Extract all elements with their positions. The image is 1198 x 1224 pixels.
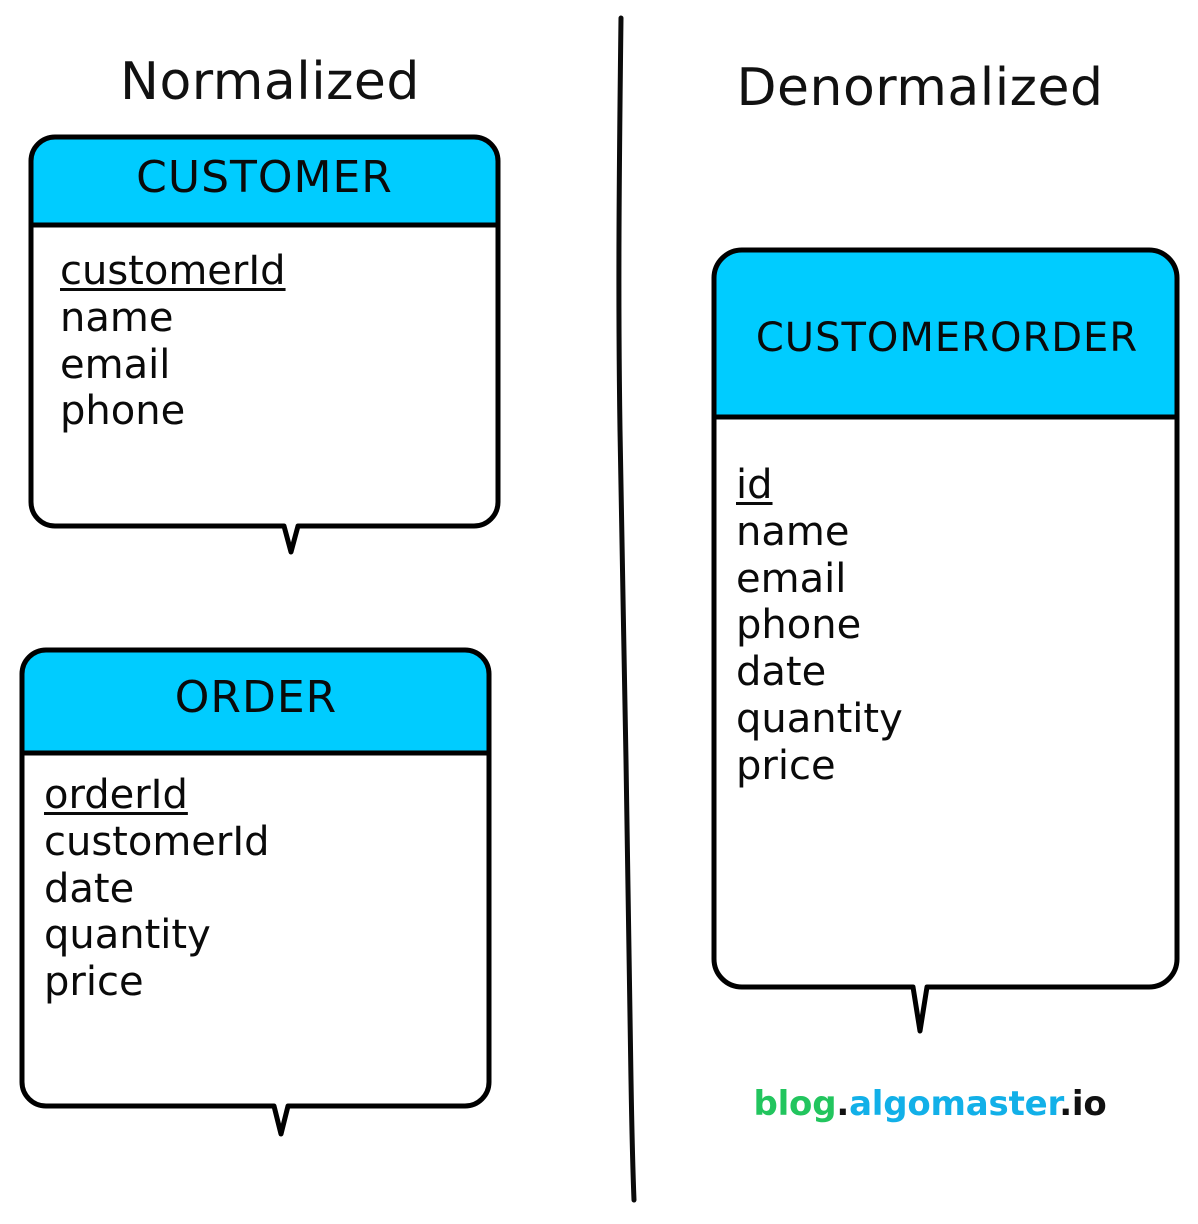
field-customerorder-name: name: [736, 508, 850, 555]
field-order-orderId: orderId: [44, 772, 188, 818]
entity-box-customerorder[interactable]: [711, 247, 1183, 1037]
field-customer-customerId: customerId: [60, 248, 286, 294]
brand-dot: .: [836, 1084, 850, 1124]
field-customerorder-phone: phone: [736, 602, 862, 649]
entity-box-customer[interactable]: [28, 134, 504, 560]
entity-title-customerorder: CUSTOMERORDER: [755, 315, 1139, 361]
field-order-quantity: quantity: [44, 912, 211, 959]
field-customerorder-price: price: [736, 742, 836, 789]
field-customerorder-id: id: [736, 462, 773, 508]
field-customer-phone: phone: [60, 388, 186, 435]
field-customerorder-quantity: quantity: [736, 695, 903, 742]
brand-blog: blog: [753, 1084, 837, 1124]
brand-tld: .io: [1059, 1084, 1107, 1124]
field-order-customerId: customerId: [44, 818, 270, 865]
field-customerorder-email: email: [736, 555, 847, 602]
field-order-price: price: [44, 959, 144, 1006]
section-divider: [616, 15, 637, 1203]
field-customer-name: name: [60, 294, 174, 341]
entity-title-customer: CUSTOMER: [136, 152, 393, 203]
field-customerorder-date: date: [736, 649, 827, 696]
brand-watermark: blog.algomaster.io: [700, 1084, 1160, 1124]
field-order-date: date: [44, 865, 135, 912]
entity-title-order: ORDER: [174, 672, 338, 723]
entity-box-order[interactable]: [19, 647, 495, 1141]
field-customer-email: email: [60, 341, 171, 388]
column-title-normalized: Normalized: [120, 52, 420, 112]
brand-algomaster: algomaster: [849, 1084, 1060, 1124]
column-title-denormalized: Denormalized: [736, 58, 1104, 118]
